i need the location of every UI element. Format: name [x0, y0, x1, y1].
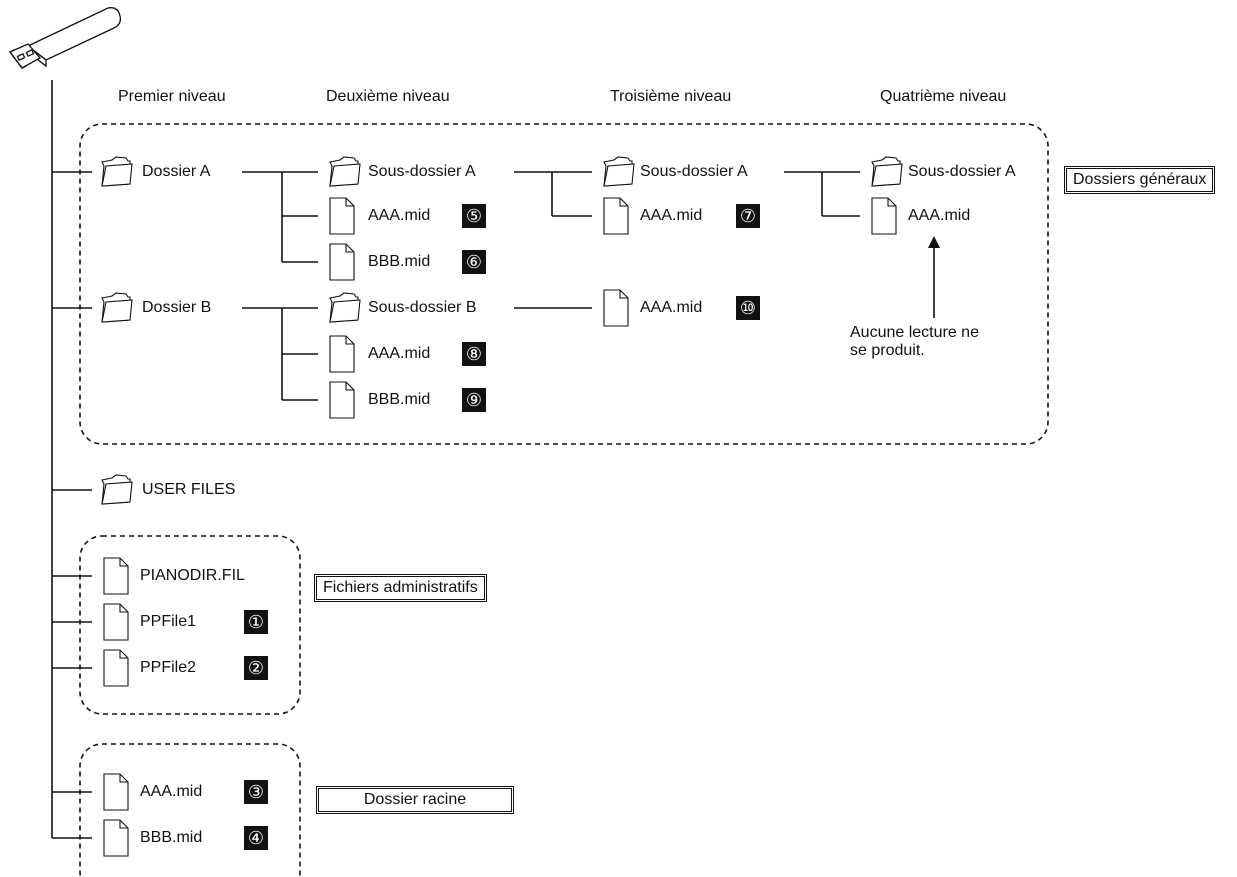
file-icon	[871, 197, 897, 235]
file-label: AAA.mid	[368, 345, 431, 362]
folder-label: Sous-dossier A	[640, 163, 748, 180]
number-badge: ①	[244, 610, 268, 634]
number-badge: ④	[244, 826, 268, 850]
level-4-header: Quatrième niveau	[880, 88, 1007, 105]
file-icon	[329, 381, 355, 419]
folder-icon	[101, 292, 133, 323]
file-icon	[603, 197, 629, 235]
number-badge: ⑦	[736, 204, 760, 228]
level-3-header: Troisième niveau	[610, 88, 732, 105]
folder-icon	[101, 156, 133, 187]
file-label: AAA.mid	[368, 207, 431, 224]
number-badge: ②	[244, 656, 268, 680]
number-badge: ⑧	[462, 342, 486, 366]
folder-icon	[329, 292, 361, 323]
file-label: PIANODIR.FIL	[140, 567, 245, 584]
file-icon	[329, 335, 355, 373]
folder-icon	[101, 474, 133, 505]
general-folders-label: Dossiers généraux	[1064, 166, 1216, 194]
usb-drive-icon	[8, 7, 122, 69]
level-2-header: Deuxième niveau	[326, 88, 450, 105]
file-icon	[103, 649, 129, 687]
root-folder-label: Dossier racine	[316, 786, 514, 814]
file-label: AAA.mid	[140, 783, 203, 800]
file-icon	[103, 819, 129, 857]
folder-label: Dossier A	[142, 163, 211, 180]
number-badge: ⑨	[462, 388, 486, 412]
file-label: BBB.mid	[368, 391, 431, 408]
number-badge: ⑩	[736, 296, 760, 320]
file-label: PPFile1	[140, 613, 197, 630]
folder-icon	[871, 156, 903, 187]
admin-files-label: Fichiers administratifs	[314, 574, 487, 602]
general-folders-group	[79, 123, 1049, 445]
file-label: BBB.mid	[140, 829, 203, 846]
folder-icon	[329, 156, 361, 187]
number-badge: ③	[244, 780, 268, 804]
root-folder-group	[79, 743, 301, 877]
no-playback-note: se produit.	[850, 342, 925, 359]
file-label: AAA.mid	[640, 207, 703, 224]
file-icon	[329, 243, 355, 281]
tree-lines	[51, 80, 935, 839]
file-label: AAA.mid	[640, 299, 703, 316]
file-icon	[103, 557, 129, 595]
folder-label: Sous-dossier A	[908, 163, 1016, 180]
file-label: PPFile2	[140, 659, 197, 676]
file-icon	[603, 289, 629, 327]
folder-label: Sous-dossier A	[368, 163, 476, 180]
file-icon	[103, 773, 129, 811]
folder-label: USER FILES	[142, 481, 236, 498]
level-1-header: Premier niveau	[118, 88, 226, 105]
no-playback-note: Aucune lecture ne	[850, 324, 979, 341]
arrow-up-icon	[928, 236, 940, 248]
file-label: AAA.mid	[908, 207, 971, 224]
file-icon	[329, 197, 355, 235]
folder-icon	[603, 156, 635, 187]
number-badge: ⑤	[462, 204, 486, 228]
folder-label: Dossier B	[142, 299, 212, 316]
file-label: BBB.mid	[368, 253, 431, 270]
number-badge: ⑥	[462, 250, 486, 274]
file-icon	[103, 603, 129, 641]
folder-label: Sous-dossier B	[368, 299, 477, 316]
